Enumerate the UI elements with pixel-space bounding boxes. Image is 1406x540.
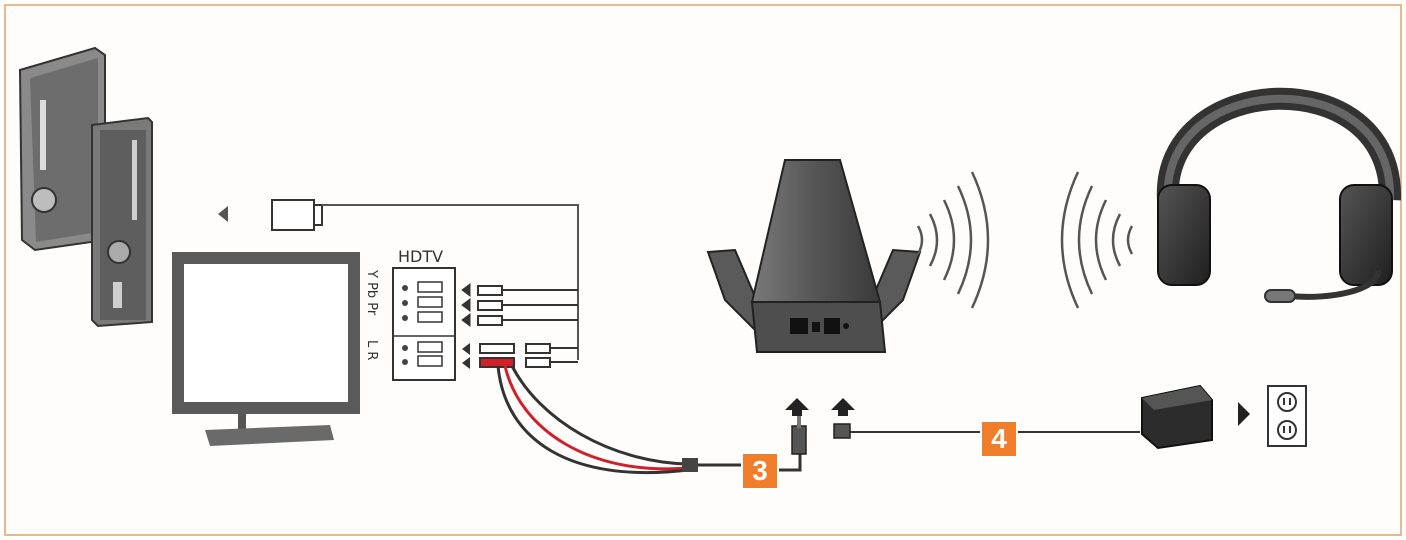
console-icon [18,46,153,328]
arrow-icon [1238,402,1250,426]
headset-icon [1156,87,1402,303]
audio-cables [462,343,807,475]
arrow-icon [831,398,855,416]
panel-audio-label: L R [364,340,379,360]
panel-video-label: Y Pb Pr [364,269,379,316]
tv-icon [172,252,360,446]
wall-outlet-icon [1267,385,1307,447]
panel-label: HDTV [398,247,443,266]
arrow-icon [218,206,228,222]
hdmi-plug-icon [271,199,323,231]
step-badge-3: 3 [741,452,779,490]
hdtv-input-panel: HDTV Y Pb Pr L R [364,247,456,381]
step-badge-4: 4 [980,420,1018,458]
arrow-icon [785,398,809,416]
power-adapter-icon [1141,384,1213,450]
wireless-signal-icon [916,171,1134,309]
transmitter-icon [706,159,922,353]
component-cables [461,283,578,327]
